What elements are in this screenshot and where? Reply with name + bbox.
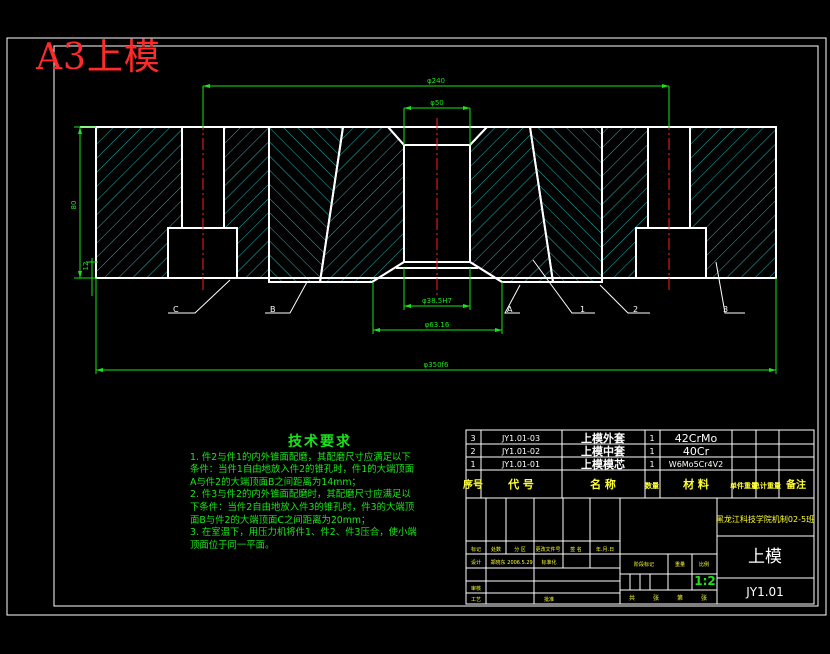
bom-row-code: JY1.01-01 [501, 460, 540, 469]
bom-header-name: 名 称 [590, 477, 616, 491]
technical-notes: 技术要求 1. 件2与件1的内外锥面配磨，其配磨尺寸应满足以下条件：当件1自由地… [190, 434, 420, 552]
bom-row-material: 40Cr [683, 445, 710, 458]
callout-2: 2 [633, 305, 638, 314]
review-label: 审核 [471, 585, 481, 592]
outer-sleeve-right-inner [601, 126, 649, 279]
callout-a: A [507, 305, 513, 314]
rev-label: 标记 [471, 546, 481, 553]
counterbore-right [635, 227, 707, 279]
bom-row-qty: 1 [649, 460, 654, 469]
bom-row-name: 上模外套 [581, 431, 626, 445]
title-block [465, 497, 815, 605]
sheet-label: 张 [701, 594, 707, 602]
bom-header-code: 代 号 [507, 477, 534, 491]
dim-step: 12 [82, 262, 90, 271]
dim-bore-bottom: φ63.16 [425, 321, 450, 329]
bom-row-code: JY1.01-03 [501, 434, 540, 443]
bom-row-qty: 1 [649, 434, 654, 443]
rev-label: 分 区 [514, 546, 526, 553]
sheet-label: 第 [677, 594, 683, 602]
leader-lines [168, 259, 745, 314]
notes-title: 技术要求 [288, 434, 352, 450]
rev-label: 处数 [491, 546, 501, 553]
bom-row-no: 2 [470, 447, 475, 456]
outer-sleeve-left-inner [223, 126, 270, 279]
bom-header-total-weight: 总计重量 [753, 481, 781, 490]
bom-row-qty: 1 [649, 447, 654, 456]
designer: 郑晓东 [490, 559, 505, 566]
outer-sleeve-left [95, 126, 183, 279]
dim-top-overall: φ240 [427, 77, 445, 85]
scale-value: 1:2 [694, 574, 716, 588]
bom-row-name: 上模中套 [581, 444, 626, 458]
approve-label: 批准 [544, 596, 554, 603]
dim-height: 80 [70, 201, 78, 210]
bom-header-material: 材 料 [683, 477, 709, 491]
drawing-name: 上模 [748, 547, 782, 567]
dim-overall: φ350f6 [424, 361, 449, 369]
section-view [80, 118, 777, 295]
inner-frame [53, 45, 819, 607]
scale-label: 比例 [699, 561, 709, 568]
stage-label: 阶段标记 [634, 561, 654, 568]
dim-top-inner: φ50 [430, 99, 444, 107]
bom-row-material: W6Mo5Cr4V2 [669, 460, 723, 469]
outer-frame [6, 37, 827, 616]
bom-row-code: JY1.01-02 [501, 447, 540, 456]
bom-header-no: 序号 [463, 478, 483, 491]
rev-label: 更改文件号 [535, 546, 560, 553]
callout-3: 3 [723, 305, 728, 314]
notes-item: 1. 件2与件1的内外锥面配磨，其配磨尺寸应满足以下条件：当件1自由地放入件2的… [190, 451, 415, 488]
sheet-label: 张 [653, 594, 659, 602]
callout-b: B [270, 305, 276, 314]
bom-row-material: 42CrMo [675, 432, 718, 445]
bom-row-name: 上模模芯 [581, 457, 625, 471]
dimension-lines [74, 85, 777, 374]
bom-header-qty: 数量 [645, 481, 659, 490]
design-date: 2006.5.29 [507, 560, 532, 566]
outer-sleeve-right [689, 126, 777, 279]
company-name: 黑龙江科技学院机制02-5班 [716, 514, 814, 524]
rev-label: 签 名 [570, 546, 582, 553]
bom-row-no: 3 [470, 434, 475, 443]
dim-bore-fit: φ38.5H7 [422, 297, 452, 305]
bom-header-unit-weight: 单件重量 [730, 481, 758, 490]
bom-header-remark: 备注 [785, 478, 806, 491]
bom-row-no: 1 [470, 460, 475, 469]
drawing-number: JY1.01 [745, 585, 784, 599]
weight-label: 重量 [675, 561, 685, 568]
bom-table [465, 429, 815, 499]
process-label: 工艺 [471, 597, 481, 603]
rev-label: 年.月.日 [596, 546, 614, 553]
dimension-arrows [78, 84, 776, 372]
notes-item: 2. 件3与件2的内外锥面配磨时，其配磨尺寸应满足以下条件：当件2自由地放入件3… [190, 489, 415, 526]
designer-label: 设计 [471, 559, 481, 566]
sheet-label: 共 [629, 594, 635, 602]
callout-c: C [173, 305, 179, 314]
std-label: 标准化 [541, 559, 556, 566]
notes-item: 3. 在室温下，用压力机将件1、件2、件3压合，使小端顶面位于同一平面。 [190, 527, 417, 551]
callout-1: 1 [580, 305, 585, 314]
sheet-size-badge: A3上模 [36, 37, 161, 78]
